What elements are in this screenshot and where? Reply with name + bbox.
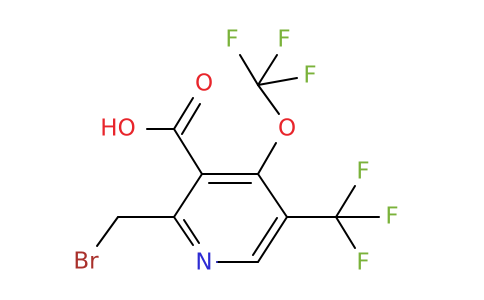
ocf3-fluorine-b: F — [277, 27, 290, 53]
cf3-fluorine-b: F — [385, 204, 398, 230]
bond-c2-c3 — [173, 173, 203, 218]
bond-ocf3-f-a — [239, 54, 259, 86]
bond-c2-n-inner — [183, 219, 200, 244]
bond-c5-c6-inner — [252, 217, 278, 256]
bond-c4-oether — [257, 142, 277, 175]
hydroxyl-label: HO — [100, 116, 135, 142]
cf3-fluorine-c: F — [356, 250, 369, 276]
bond-cooh-o-double-b — [181, 103, 201, 135]
bond-ocf3-f-c — [257, 77, 298, 86]
cf3-fluorine-a: F — [356, 159, 369, 185]
bond-oether-cf3 — [257, 84, 280, 115]
ring-nitrogen-label: N — [195, 250, 212, 276]
bond-c3-ccooh — [173, 128, 203, 175]
ocf3-fluorine-c: F — [303, 63, 316, 89]
ether-oxygen-label: O — [278, 116, 296, 142]
bond-ocf3-f-b — [257, 54, 278, 86]
bromine-label: Br — [73, 249, 99, 275]
bond-c5-c6 — [257, 216, 288, 263]
ocf3-fluorine-a: F — [225, 27, 238, 53]
bond-cf3-f-a — [335, 185, 356, 218]
carbonyl-oxygen-label: O — [195, 71, 213, 97]
bond-c4-c5 — [257, 173, 288, 218]
bond-cf3-f-c — [335, 216, 356, 249]
bond-cooh-o-double-a — [173, 97, 194, 130]
bond-ch2-br — [96, 216, 119, 247]
bond-c2-n — [173, 216, 194, 246]
